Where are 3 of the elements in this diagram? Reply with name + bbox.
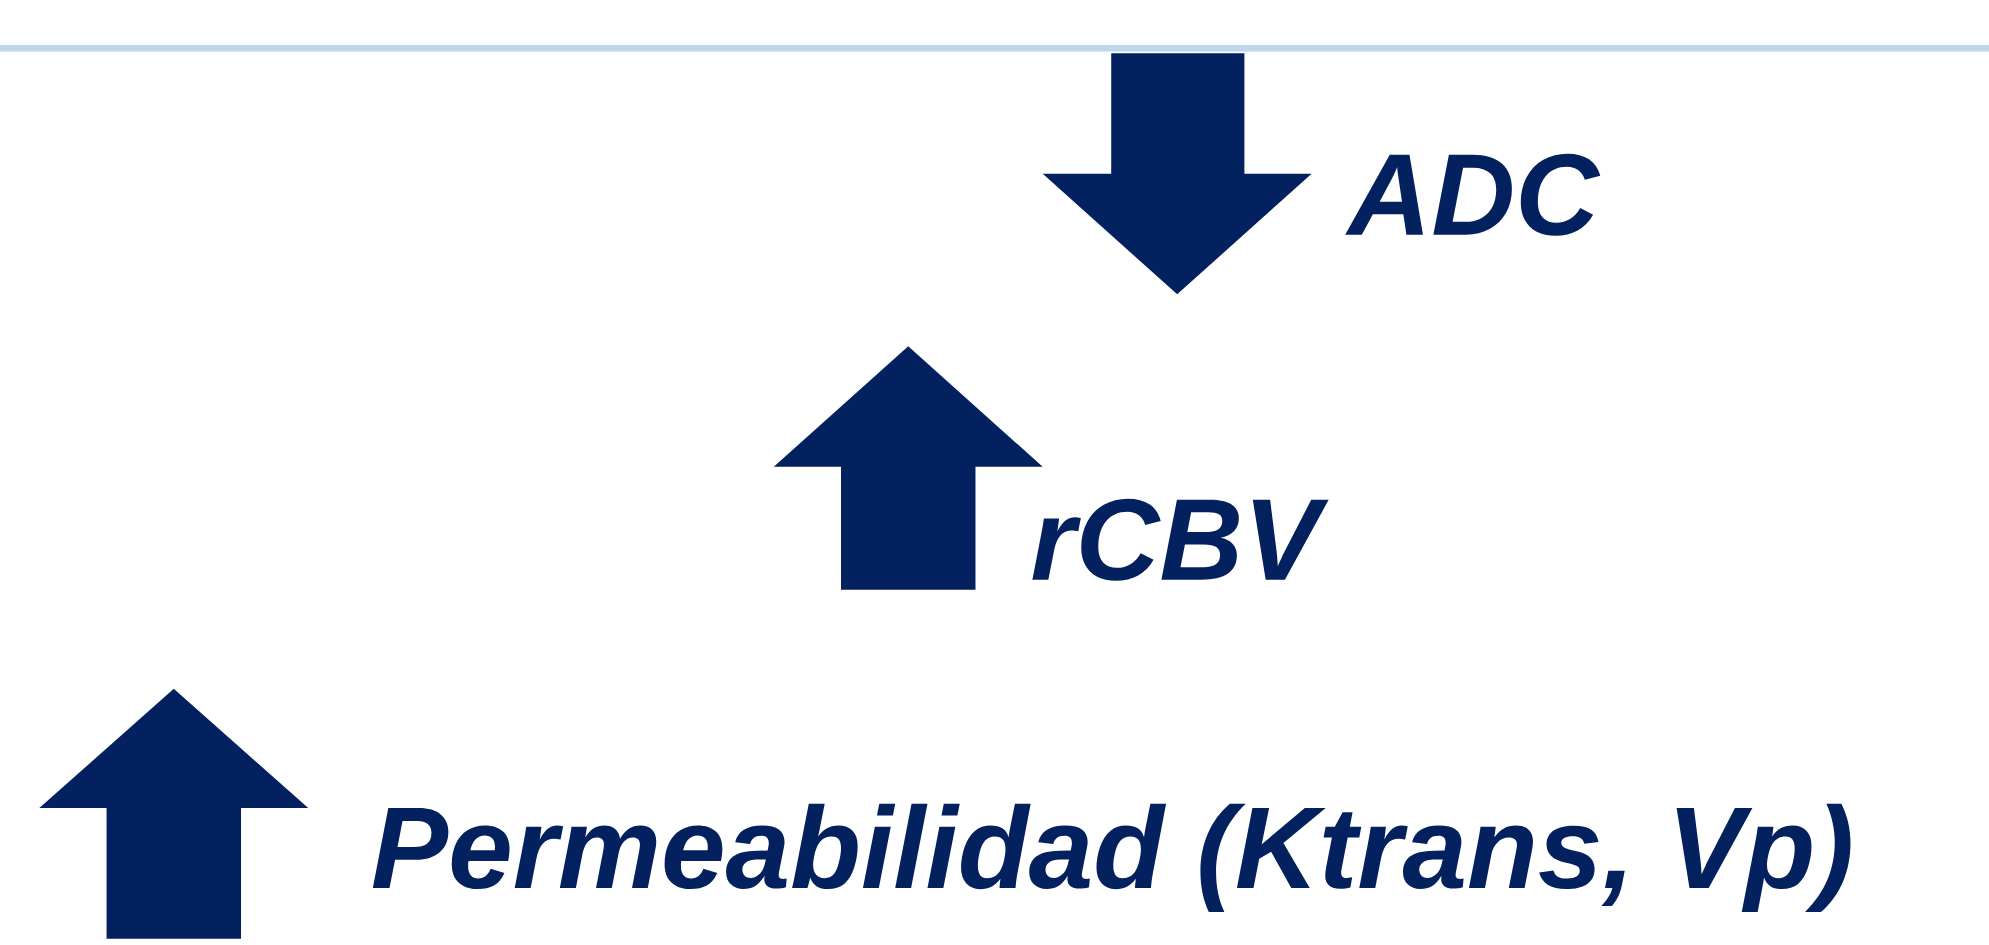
parameter-label: Permeabilidad (Ktrans, Vp) [372,803,1851,912]
parameter-label: rCBV [1032,498,1329,581]
parameter-label: ADC [1345,153,1601,236]
